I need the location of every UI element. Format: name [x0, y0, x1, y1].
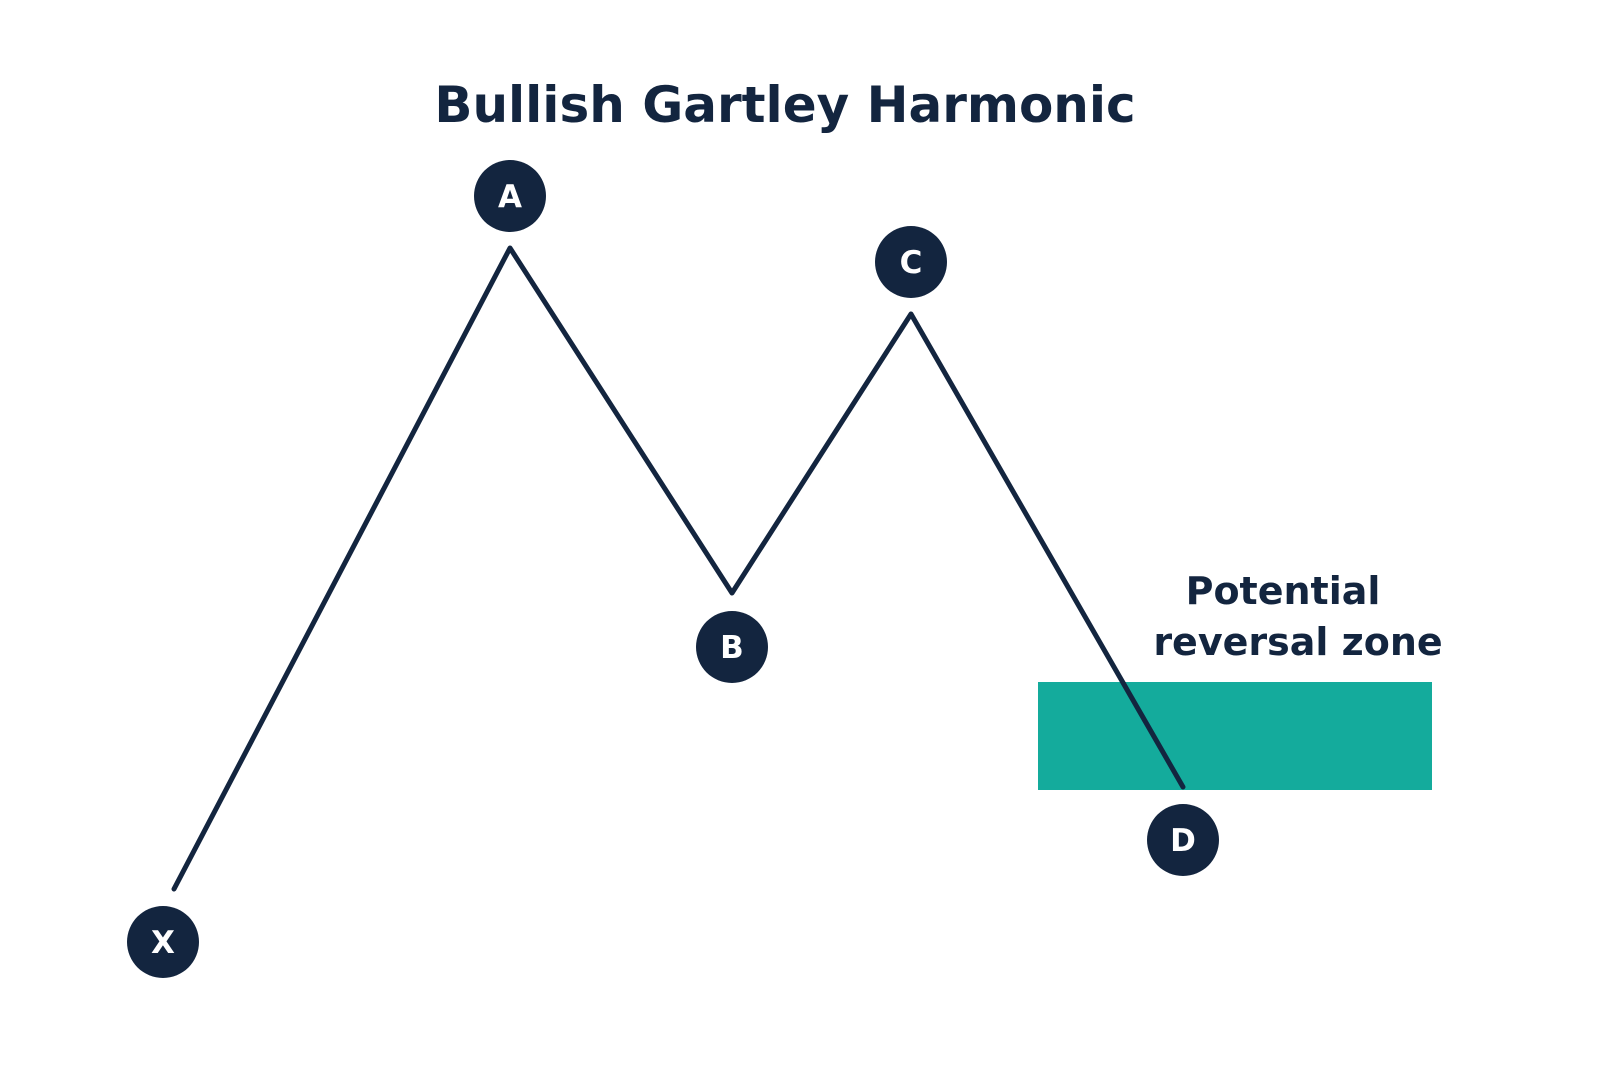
point-marker-b: B	[696, 611, 768, 683]
point-c-circle	[875, 226, 947, 298]
zone-label-line2: reversal zone	[1153, 620, 1442, 664]
point-b-circle	[696, 611, 768, 683]
point-c-label: C	[900, 245, 923, 281]
diagram-title: Bullish Gartley Harmonic	[434, 76, 1135, 134]
point-a-circle	[474, 160, 546, 232]
point-marker-c: C	[875, 226, 947, 298]
point-marker-a: A	[474, 160, 546, 232]
pattern-line-xabcd	[171, 245, 1186, 892]
point-d-label: D	[1170, 823, 1196, 859]
point-a-label: A	[498, 179, 522, 215]
point-d-circle	[1147, 804, 1219, 876]
potential-reversal-zone	[1038, 682, 1432, 790]
point-marker-d: D	[1147, 804, 1219, 876]
point-b-label: B	[720, 630, 744, 666]
point-x-circle	[127, 906, 199, 978]
point-marker-x: X	[127, 906, 199, 978]
zone-label-line1: Potential	[1186, 569, 1381, 613]
point-x-label: X	[151, 925, 175, 961]
